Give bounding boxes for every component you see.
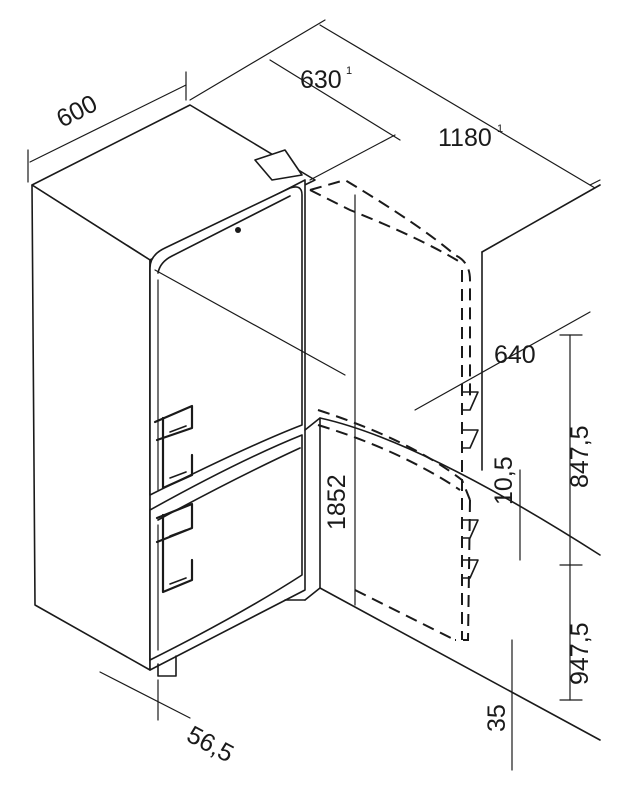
gap-label: 10,5 [490, 456, 518, 505]
upper-height-label: 847,5 [566, 425, 594, 488]
open-depth-label: 1180 [438, 124, 492, 152]
depth-label: 630 [300, 66, 342, 94]
lower-height-label: 947,5 [566, 622, 594, 685]
wall-outline [284, 184, 601, 741]
total-height-label: 1852 [323, 474, 351, 530]
depth-superscript: 1 [346, 65, 352, 77]
door-clearance-label: 640 [494, 341, 536, 369]
side-offset-label: 56,5 [182, 721, 238, 769]
plinth-label: 35 [483, 704, 511, 732]
door-handles [153, 404, 194, 594]
opened-doors-outline [309, 178, 479, 641]
open-depth-superscript: 1 [497, 123, 503, 135]
width-label: 600 [52, 89, 102, 133]
fridge-doors [149, 149, 303, 661]
dimension-lines [27, 19, 601, 771]
